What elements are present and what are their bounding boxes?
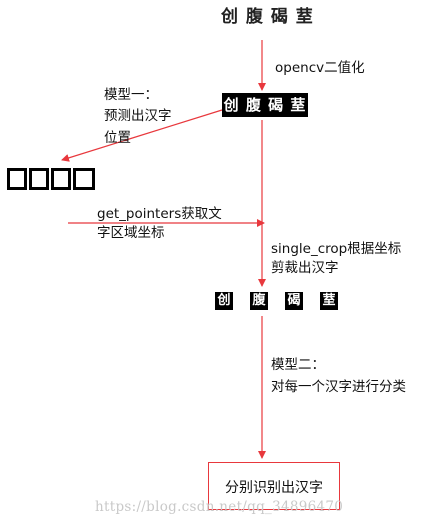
segmented-char: 腹 xyxy=(250,292,268,310)
step-get-pointers-line1: get_pointers获取文 xyxy=(97,206,222,222)
mask-block xyxy=(29,168,49,190)
segmented-char: 荎 xyxy=(320,292,338,310)
arrow-model1 xyxy=(61,109,223,162)
segmented-char: 碣 xyxy=(285,292,303,310)
step-binarize-label: opencv二值化 xyxy=(275,60,365,76)
step-single-crop-line2: 剪裁出汉字 xyxy=(271,260,339,276)
result-box: 分别识别出汉字 xyxy=(208,462,340,510)
step-model1-line2: 预测出汉字 xyxy=(104,108,172,124)
watermark: https://blog.csdn.net/qq_34896470 xyxy=(95,499,344,515)
mask-block xyxy=(7,168,27,190)
result-label: 分别识别出汉字 xyxy=(225,480,323,496)
step-model2-line2: 对每一个汉字进行分类 xyxy=(271,379,406,395)
mask-block xyxy=(51,168,71,190)
step-model2-line1: 模型二： xyxy=(271,357,325,373)
step-get-pointers-line2: 字区域坐标 xyxy=(97,225,165,241)
mask-block xyxy=(73,168,95,190)
captcha-binarized-image: 创 腹 碣 荎 xyxy=(222,93,308,117)
segmented-char: 创 xyxy=(215,292,233,310)
captcha-original-image: 创 腹 碣 荎 xyxy=(221,7,314,27)
step-single-crop-line1: single_crop根据坐标 xyxy=(271,241,402,257)
step-model1-line1: 模型一： xyxy=(104,87,158,103)
step-model1-line3: 位置 xyxy=(104,130,131,146)
